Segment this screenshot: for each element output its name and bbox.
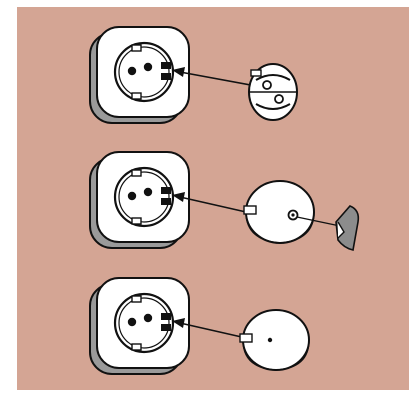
round-cover-plugged-icon [239,309,310,371]
diagram-background [17,7,409,390]
step-3-arrow [172,318,247,339]
step-1-socket [88,25,191,125]
split-ring-protector-icon [248,63,298,121]
round-cover-with-key-icon [243,180,341,244]
key-piece-icon [335,205,360,251]
step-2-arrow [172,192,247,213]
step-3-socket [88,276,191,376]
step-2-socket [88,150,191,250]
step-1-arrow [172,67,257,87]
